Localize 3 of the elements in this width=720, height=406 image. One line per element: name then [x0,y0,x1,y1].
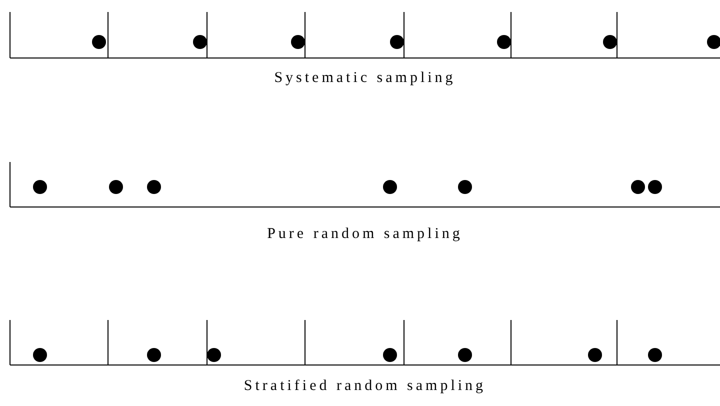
sampling-caption: Systematic sampling [274,70,456,87]
sampling-caption: Stratified random sampling [244,378,486,395]
sampling-caption: Pure random sampling [267,226,463,243]
